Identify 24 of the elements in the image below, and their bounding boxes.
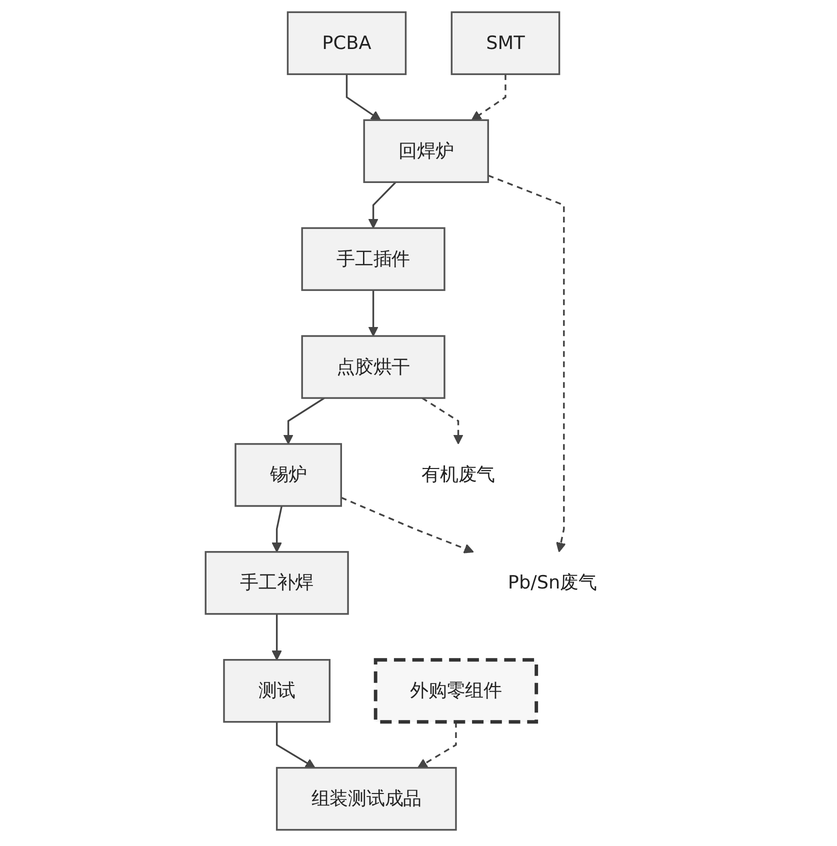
node-box: 手工补焊 (204, 551, 349, 615)
arrow (346, 74, 381, 121)
arrow (471, 74, 506, 121)
node-text: Pb/Sn废气 (508, 571, 597, 594)
node-box: 外购零组件 (374, 658, 538, 724)
node-box: 锡炉 (234, 443, 342, 507)
arrow (422, 397, 464, 444)
node-box: 测试 (223, 659, 330, 723)
node-box: 组装测试成品 (276, 766, 457, 831)
arrow (368, 182, 396, 229)
node-box: PCBA (286, 11, 407, 76)
node-box: 手工插件 (301, 227, 446, 291)
arrow (340, 496, 474, 554)
node-box: SMT (450, 11, 560, 76)
arrow (368, 290, 378, 336)
node-box: 点胶烘干 (301, 335, 446, 399)
node-box: 回焊炉 (363, 119, 489, 183)
arrow (272, 614, 282, 660)
arrow (272, 506, 283, 552)
arrow (417, 722, 457, 768)
node-text: 有机废气 (422, 463, 496, 486)
arrow (488, 174, 566, 552)
arrow (276, 722, 316, 768)
arrow (283, 397, 325, 444)
